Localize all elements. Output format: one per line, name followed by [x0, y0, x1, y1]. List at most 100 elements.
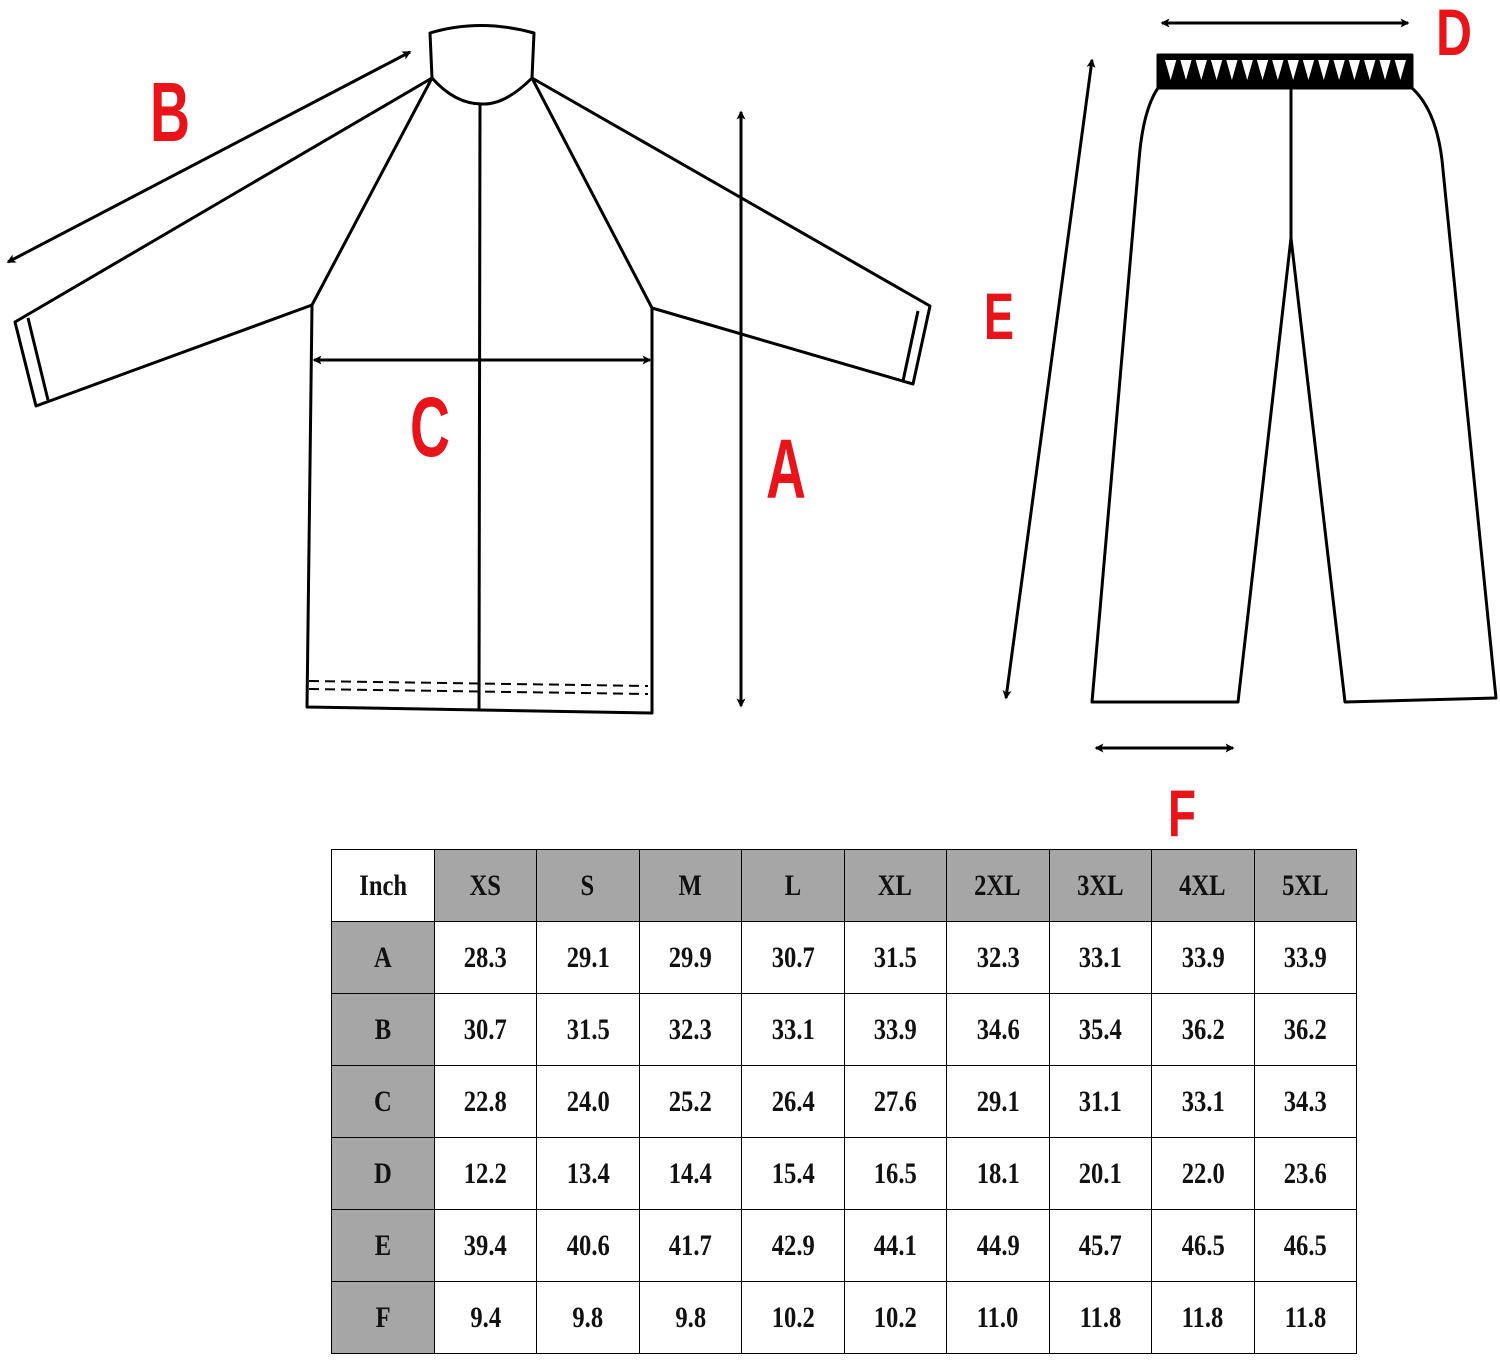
column-header-l: L — [741, 849, 845, 922]
row-header-d: D — [331, 1137, 435, 1210]
table-cell: 9.8 — [638, 1281, 742, 1354]
label-a: A — [766, 422, 806, 516]
table-cell: 33.1 — [1048, 921, 1152, 994]
table-cell: 46.5 — [1253, 1209, 1357, 1282]
row-header-c: C — [331, 1065, 435, 1138]
table-cell: 46.5 — [1151, 1209, 1255, 1282]
table-cell: 20.1 — [1048, 1137, 1152, 1210]
waistband-triangle — [1287, 60, 1299, 80]
table-cell: 44.9 — [946, 1209, 1050, 1282]
table-cell: 9.8 — [536, 1281, 640, 1354]
table-cell: 10.2 — [741, 1281, 845, 1354]
waistband-triangle — [1394, 60, 1406, 80]
table-cell: 32.3 — [946, 921, 1050, 994]
table-cell: 33.9 — [1253, 921, 1357, 994]
label-e: E — [984, 279, 1014, 353]
table-cell: 34.3 — [1253, 1065, 1357, 1138]
table-cell: 32.3 — [638, 993, 742, 1066]
row-header-b: B — [331, 993, 435, 1066]
pants-waistband — [1156, 53, 1414, 90]
table-cell: 9.4 — [433, 1281, 537, 1354]
table-cell: 29.9 — [638, 921, 742, 994]
waistband-triangle — [1272, 60, 1284, 80]
table-cell: 36.2 — [1151, 993, 1255, 1066]
table-cell: 44.1 — [843, 1209, 947, 1282]
table-cell: 30.7 — [741, 921, 845, 994]
waistband-triangle — [1210, 60, 1223, 80]
label-d: D — [1436, 0, 1472, 69]
waistband-triangle — [1333, 60, 1345, 80]
waistband-triangle — [1348, 60, 1361, 80]
table-cell: 27.6 — [843, 1065, 947, 1138]
label-f: F — [1168, 776, 1196, 850]
table-cell: 31.5 — [536, 993, 640, 1066]
waistband-triangle — [1302, 60, 1315, 80]
table-cell: 33.1 — [1151, 1065, 1255, 1138]
jacket-arrows — [6, 50, 746, 708]
arrow-b — [6, 50, 412, 264]
column-header-2xl: 2XL — [946, 849, 1050, 922]
unit-header-cell: Inch — [331, 849, 435, 922]
table-cell: 30.7 — [433, 993, 537, 1066]
table-cell: 12.2 — [433, 1137, 537, 1210]
table-cell: 11.8 — [1151, 1281, 1255, 1354]
waistband-triangle — [1318, 60, 1330, 80]
column-header-m: M — [638, 849, 742, 922]
waistband-triangle — [1241, 60, 1253, 80]
table-cell: 11.8 — [1253, 1281, 1357, 1354]
table-cell: 16.5 — [843, 1137, 947, 1210]
column-header-3xl: 3XL — [1048, 849, 1152, 922]
table-cell: 28.3 — [433, 921, 537, 994]
row-header-e: E — [331, 1209, 435, 1282]
table-cell: 42.9 — [741, 1209, 845, 1282]
table-cell: 29.1 — [946, 1065, 1050, 1138]
size-diagram: B C A D E F — [6, 0, 1498, 850]
row-header-a: A — [331, 921, 435, 994]
waistband-triangle — [1364, 60, 1376, 80]
table-cell: 33.1 — [741, 993, 845, 1066]
table-cell: 11.0 — [946, 1281, 1050, 1354]
table-cell: 22.0 — [1151, 1137, 1255, 1210]
label-c: C — [410, 380, 450, 474]
table-cell: 13.4 — [536, 1137, 640, 1210]
arrow-e — [1002, 58, 1096, 700]
table-cell: 26.4 — [741, 1065, 845, 1138]
table-cell: 22.8 — [433, 1065, 537, 1138]
waistband-triangle — [1379, 60, 1391, 80]
label-b: B — [150, 65, 190, 159]
pants-arrows — [1002, 18, 1410, 753]
waistband-triangle — [1256, 60, 1269, 80]
table-cell: 39.4 — [433, 1209, 537, 1282]
column-header-xl: XL — [843, 849, 947, 922]
table-cell: 31.1 — [1048, 1065, 1152, 1138]
table-cell: 14.4 — [638, 1137, 742, 1210]
column-header-4xl: 4XL — [1151, 849, 1255, 922]
waistband-triangle — [1165, 60, 1177, 80]
table-cell: 25.2 — [638, 1065, 742, 1138]
table-cell: 15.4 — [741, 1137, 845, 1210]
table-cell: 36.2 — [1253, 993, 1357, 1066]
table-cell: 40.6 — [536, 1209, 640, 1282]
table-cell: 29.1 — [536, 921, 640, 994]
table-cell: 31.5 — [843, 921, 947, 994]
table-cell: 33.9 — [843, 993, 947, 1066]
table-cell: 24.0 — [536, 1065, 640, 1138]
table-cell: 11.8 — [1048, 1281, 1152, 1354]
waistband-triangle — [1226, 60, 1238, 80]
table-cell: 18.1 — [946, 1137, 1050, 1210]
waistband-triangle — [1180, 60, 1192, 80]
table-cell: 10.2 — [843, 1281, 947, 1354]
table-cell: 45.7 — [1048, 1209, 1152, 1282]
column-header-5xl: 5XL — [1253, 849, 1357, 922]
table-cell: 35.4 — [1048, 993, 1152, 1066]
column-header-xs: XS — [433, 849, 537, 922]
pants-drawing — [1090, 53, 1498, 704]
table-cell: 33.9 — [1151, 921, 1255, 994]
